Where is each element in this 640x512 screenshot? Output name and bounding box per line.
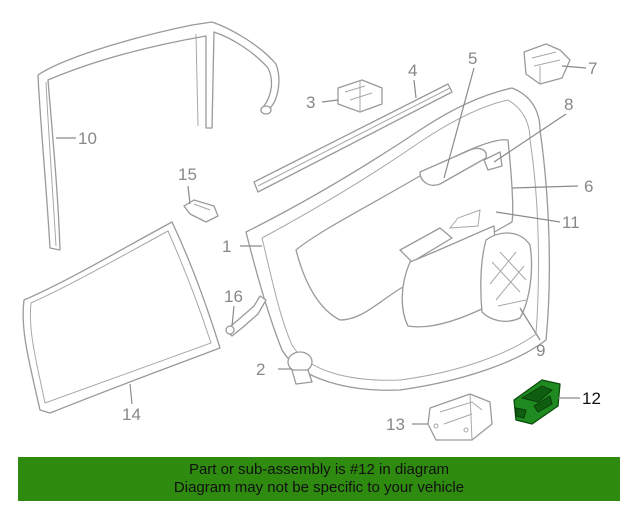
- callout-12: 12: [582, 389, 601, 408]
- callout-13: 13: [386, 415, 405, 434]
- part-2-push-retainer: [287, 351, 313, 385]
- part-14-door-glass: [22, 221, 221, 414]
- callout-7: 7: [588, 59, 597, 78]
- part-12-window-switch: [513, 379, 561, 425]
- banner-line-1: Part or sub-assembly is #12 in diagram: [188, 461, 450, 478]
- callout-2: 2: [256, 360, 265, 379]
- callout-9: 9: [536, 341, 545, 360]
- leader-lines: [56, 65, 587, 425]
- callout-15: 15: [178, 165, 197, 184]
- callout-16: 16: [224, 287, 243, 306]
- banner-line-2: Diagram may not be specific to your vehi…: [173, 479, 465, 496]
- callout-6: 6: [584, 177, 593, 196]
- callout-14: 14: [122, 405, 141, 424]
- part-13-switch: [427, 393, 493, 441]
- callout-1: 1: [222, 237, 231, 256]
- part-7-connector: [523, 43, 571, 85]
- info-banner: Part or sub-assembly is #12 in diagram D…: [18, 457, 620, 501]
- part-4-belt-weatherstrip: [253, 83, 453, 193]
- callout-8: 8: [564, 95, 573, 114]
- part-3-clip: [337, 79, 383, 113]
- callout-3: 3: [306, 93, 315, 112]
- callout-10: 10: [78, 129, 97, 148]
- callout-labels: 1 2 3 4 5 6 7 8 9 10 11 12 13 14 15 16: [78, 49, 601, 434]
- part-16-bracket: [225, 295, 267, 337]
- part-15-wire-clip: [183, 199, 219, 223]
- part-10-window-channel: [37, 21, 280, 251]
- callout-11: 11: [562, 213, 580, 232]
- callout-5: 5: [468, 49, 477, 68]
- callout-4: 4: [408, 61, 417, 80]
- part-1-door-trim-panel: [245, 87, 551, 391]
- parts-diagram: 1 2 3 4 5 6 7 8 9 10 11 12 13 14 15 16: [22, 21, 601, 441]
